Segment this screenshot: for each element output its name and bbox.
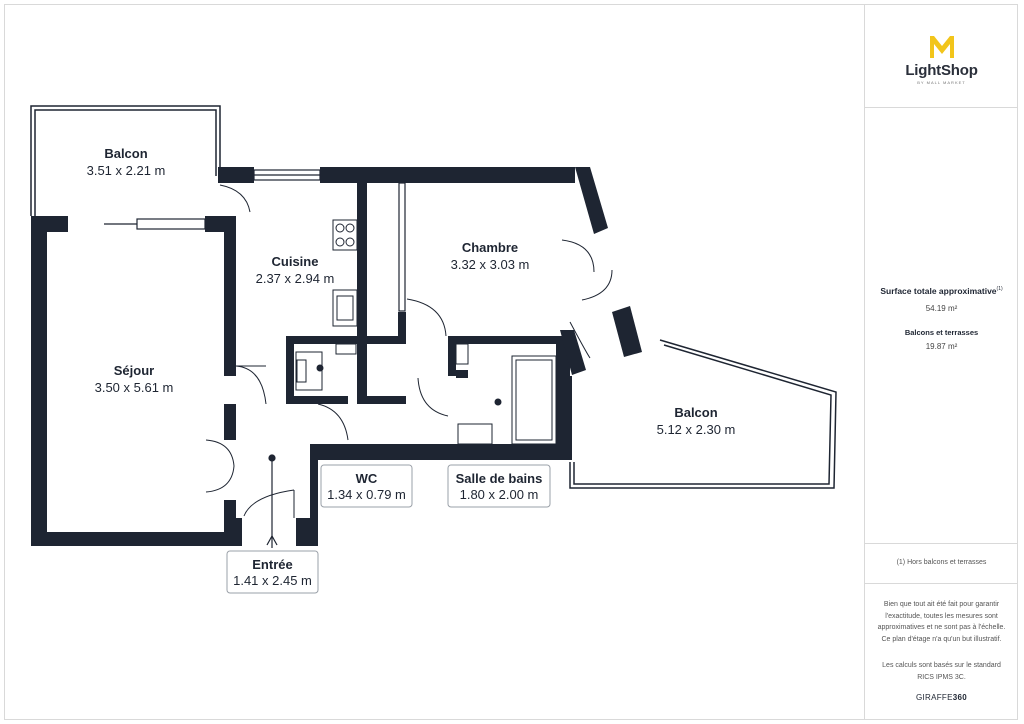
footnote: (1) Hors balcons et terrasses: [896, 559, 987, 566]
room-label-sejour: Séjour 3.50 x 5.61 m: [95, 363, 174, 395]
room-name: Cuisine: [272, 254, 319, 269]
room-dimensions: 1.41 x 2.45 m: [233, 573, 312, 588]
balconies-value: 19.87 m²: [925, 342, 958, 351]
info-sidebar: LightShop BY MALL MARKET Surface totale …: [864, 4, 1018, 720]
windows: [104, 169, 406, 312]
walls: [31, 167, 642, 546]
room-dimensions: 3.51 x 2.21 m: [87, 163, 166, 178]
door-swing-icon: [205, 184, 613, 518]
room-name: Séjour: [114, 363, 154, 378]
surface-value: 54.19 m²: [925, 304, 958, 313]
room-label-salle-de-bains: Salle de bains 1.80 x 2.00 m: [447, 464, 551, 508]
surface-label-text: Surface totale approximative: [880, 286, 997, 296]
toilet-icon: [295, 343, 493, 445]
divider: [865, 107, 1018, 108]
sink-icon: [332, 289, 358, 355]
brand-right: 360: [952, 693, 968, 702]
room-dimensions: 2.37 x 2.94 m: [256, 271, 335, 286]
balcony-top-left: [30, 105, 221, 216]
divider: [865, 543, 1018, 544]
balconies-label: Balcons et terrasses: [904, 328, 979, 337]
room-name: Chambre: [462, 240, 518, 255]
brand-left: GIRAFFE: [915, 693, 953, 702]
floor-plan: Balcon 3.51 x 2.21 m Cuisine 2.37 x 2.94…: [30, 105, 837, 594]
room-dimensions: 1.80 x 2.00 m: [460, 487, 539, 502]
room-labels: Balcon 3.51 x 2.21 m Cuisine 2.37 x 2.94…: [87, 146, 736, 594]
logo-name: LightShop: [905, 62, 978, 79]
logo-subtitle: BY MALL MARKET: [917, 80, 966, 85]
lightshop-logo: LightShop BY MALL MARKET: [865, 34, 1018, 85]
room-name: Balcon: [104, 146, 147, 161]
room-name: WC: [356, 471, 378, 486]
surface-label: Surface totale approximative(1): [865, 286, 1018, 296]
room-name: Salle de bains: [456, 471, 543, 486]
room-name: Balcon: [674, 405, 717, 420]
brand-mark: GIRAFFE360: [865, 693, 1018, 702]
room-dimensions: 3.32 x 3.03 m: [451, 257, 530, 272]
surface-note-ref: (1): [996, 286, 1003, 293]
divider: [865, 583, 1018, 584]
room-dimensions: 5.12 x 2.30 m: [657, 422, 736, 437]
room-dimensions: 3.50 x 5.61 m: [95, 380, 174, 395]
room-dimensions: 1.34 x 0.79 m: [327, 487, 406, 502]
room-label-balcon-2: Balcon 5.12 x 2.30 m: [657, 405, 736, 437]
disclaimer: Bien que tout ait été fait pour garantir…: [877, 601, 1006, 643]
room-label-cuisine: Cuisine 2.37 x 2.94 m: [256, 254, 335, 286]
lightshop-logo-icon: [929, 36, 954, 58]
room-label-entree: Entrée 1.41 x 2.45 m: [226, 550, 319, 594]
entrance-arrow-icon: [266, 454, 278, 548]
room-label-balcon-1: Balcon 3.51 x 2.21 m: [87, 146, 166, 178]
stove-icon: [332, 219, 358, 251]
room-name: Entrée: [252, 557, 292, 572]
room-label-wc: WC 1.34 x 0.79 m: [320, 464, 413, 508]
calc-note: Les calculs sont basés sur le standard R…: [882, 662, 1001, 681]
bathtub-icon: [494, 355, 557, 445]
page-frame: [4, 4, 1018, 720]
room-label-chambre: Chambre 3.32 x 3.03 m: [451, 240, 530, 272]
balcony-right: [569, 339, 837, 489]
